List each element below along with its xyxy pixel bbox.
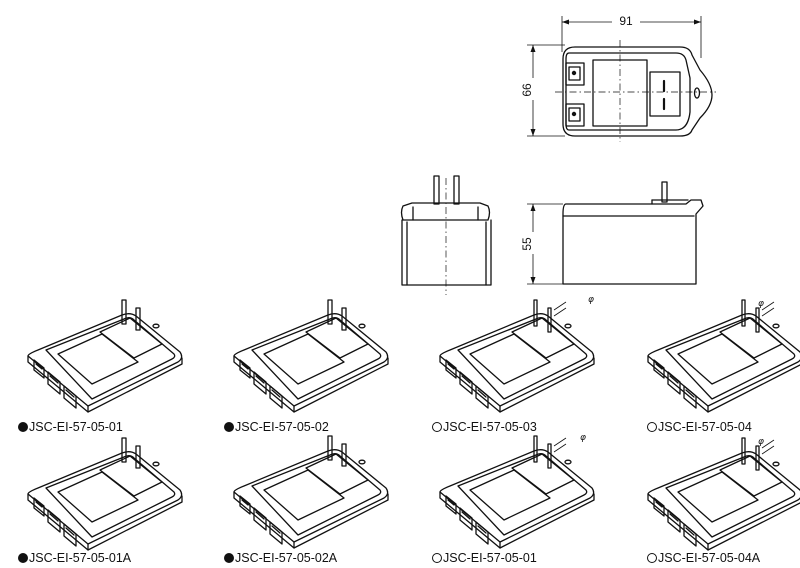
front-view xyxy=(400,175,492,295)
model-name: JSC-EI-57-05-03 xyxy=(443,420,537,434)
iso-view-6 xyxy=(233,435,389,549)
filled-circle-marker xyxy=(18,422,28,432)
iso-view-7: φ xyxy=(439,433,595,549)
model-label-7: JSC-EI-57-05-01 xyxy=(432,551,537,565)
open-circle-marker xyxy=(647,553,657,563)
width-dimension: 91 xyxy=(619,14,633,28)
iso-view-2 xyxy=(233,299,389,413)
iso-view-4: φ xyxy=(647,299,800,413)
iso-view-1 xyxy=(27,299,183,413)
model-name: JSC-EI-57-05-01 xyxy=(29,420,123,434)
model-label-6: JSC-EI-57-05-02A xyxy=(224,551,337,565)
filled-circle-marker xyxy=(224,422,234,432)
model-name: JSC-EI-57-05-01 xyxy=(443,551,537,565)
model-label-4: JSC-EI-57-05-04 xyxy=(647,420,752,434)
open-circle-marker xyxy=(432,553,442,563)
depth-dimension: 55 xyxy=(520,237,534,251)
filled-circle-marker xyxy=(224,553,234,563)
iso-view-5 xyxy=(27,437,183,551)
pin-diameter-symbol: φ xyxy=(588,295,594,305)
open-circle-marker xyxy=(432,422,442,432)
pin-diameter-symbol: φ xyxy=(758,299,764,309)
height-dimension: 66 xyxy=(520,83,534,97)
model-label-5: JSC-EI-57-05-01A xyxy=(18,551,131,565)
model-label-8: JSC-EI-57-05-04A xyxy=(647,551,760,565)
iso-view-3: φ xyxy=(439,295,595,413)
model-label-3: JSC-EI-57-05-03 xyxy=(432,420,537,434)
side-view: 55 xyxy=(520,181,704,285)
model-name: JSC-EI-57-05-02A xyxy=(235,551,338,565)
top-view: 91 66 xyxy=(520,14,716,142)
model-name: JSC-EI-57-05-02 xyxy=(235,420,329,434)
model-name: JSC-EI-57-05-04A xyxy=(658,551,761,565)
model-label-2: JSC-EI-57-05-02 xyxy=(224,420,329,434)
open-circle-marker xyxy=(647,422,657,432)
model-name: JSC-EI-57-05-01A xyxy=(29,551,132,565)
model-name: JSC-EI-57-05-04 xyxy=(658,420,752,434)
model-label-1: JSC-EI-57-05-01 xyxy=(18,420,123,434)
iso-view-8: φ xyxy=(647,437,800,551)
filled-circle-marker xyxy=(18,553,28,563)
pin-diameter-symbol: φ xyxy=(758,437,764,447)
pin-diameter-symbol: φ xyxy=(580,433,586,443)
